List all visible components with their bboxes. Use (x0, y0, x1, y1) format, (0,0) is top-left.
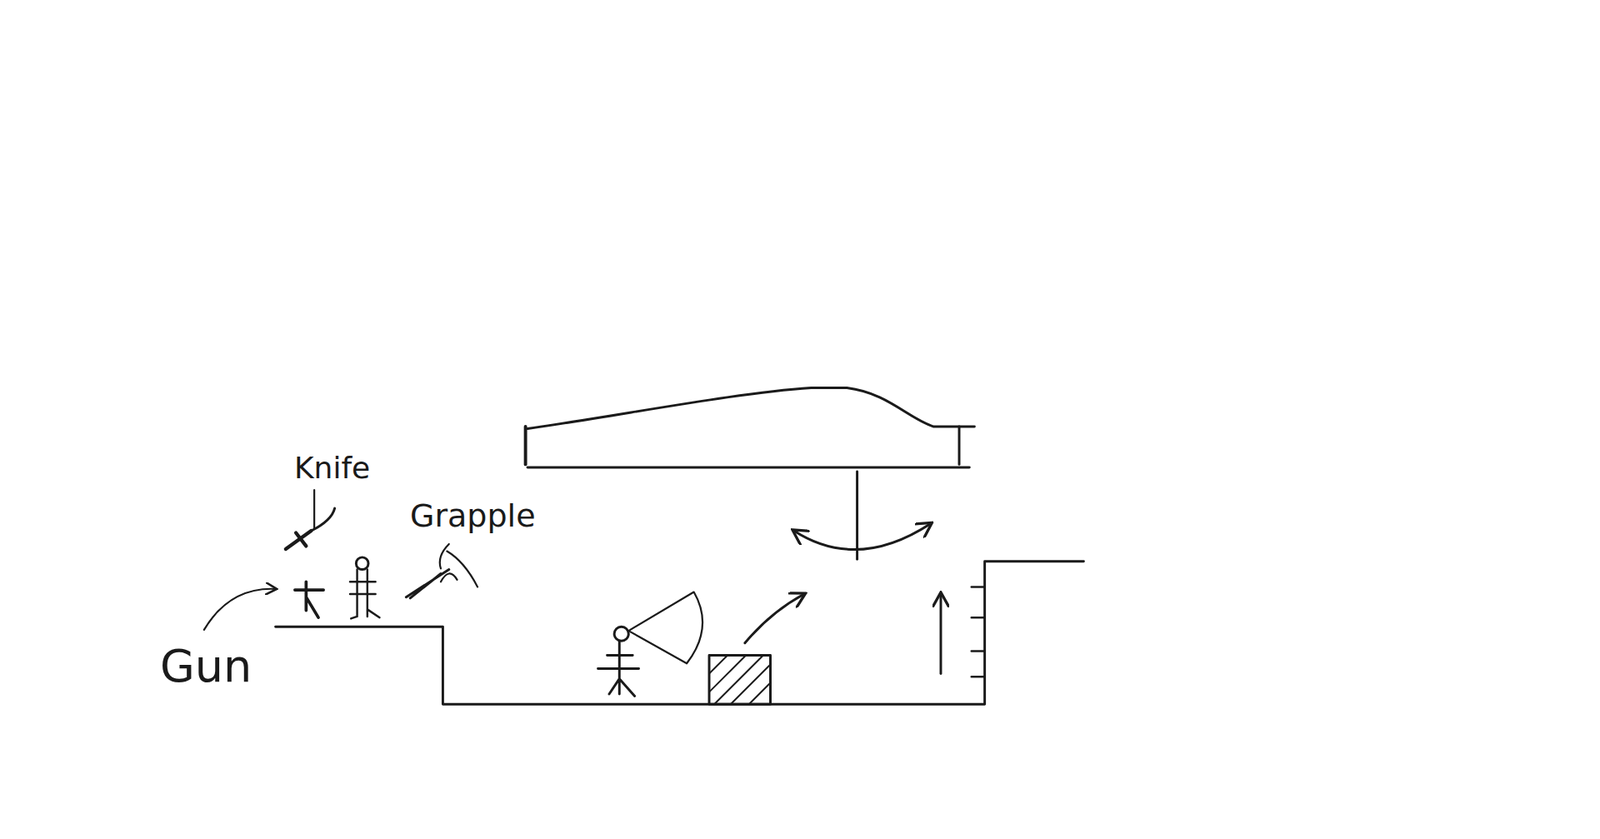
crate (709, 655, 770, 705)
gun-item (295, 581, 324, 618)
item-label: Gun (160, 640, 252, 693)
leader-line (440, 544, 478, 587)
climb-arrow (940, 594, 943, 675)
ground-outline (275, 561, 1085, 705)
item-label: Knife (294, 450, 370, 485)
knife-item (285, 508, 335, 550)
leader-arrow (204, 589, 276, 630)
wall-ticks (971, 586, 985, 677)
jump-arrow (745, 594, 805, 644)
grapple-item (405, 570, 457, 599)
floating-platform (525, 388, 975, 469)
swing-arrow (794, 523, 931, 550)
flashlight-cone (628, 592, 703, 665)
player-figure (598, 626, 640, 696)
item-label: Grapple (410, 498, 536, 535)
character-item (350, 557, 380, 620)
pendulum-rope (855, 471, 859, 560)
leader-line (313, 490, 315, 530)
